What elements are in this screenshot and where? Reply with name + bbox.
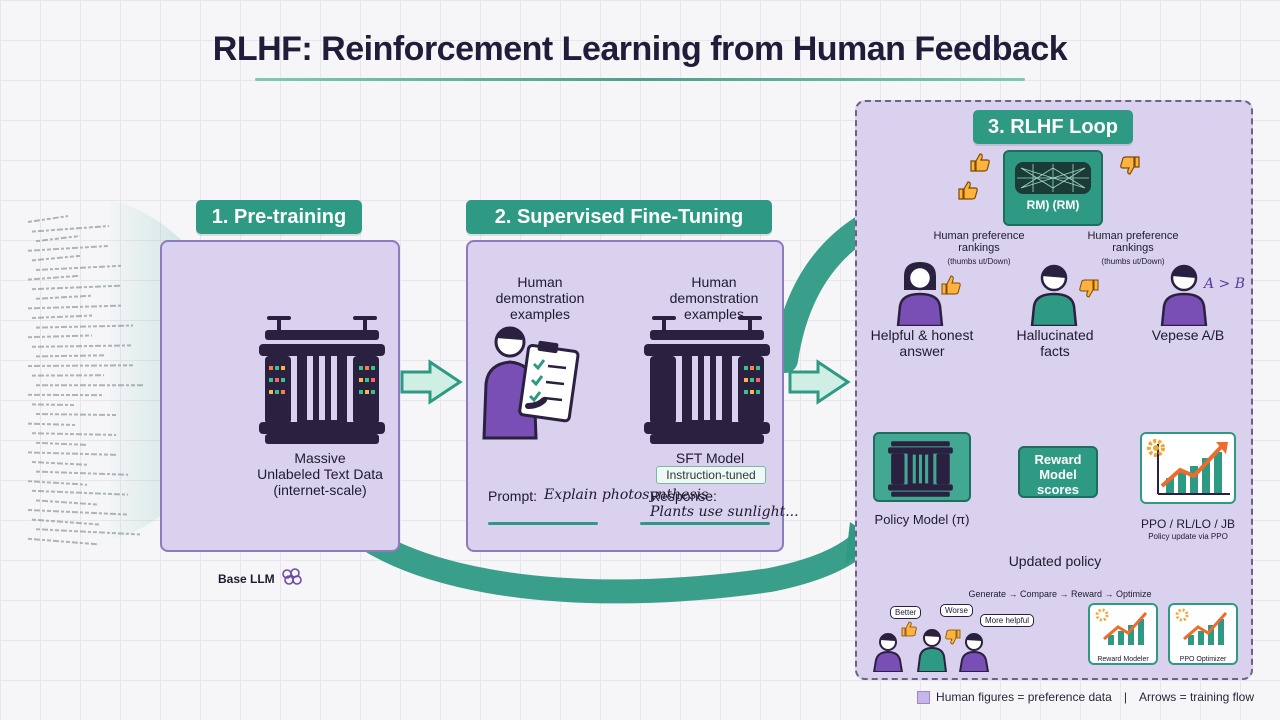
text-stream-line — [31, 254, 81, 262]
text-stream-line — [27, 537, 100, 546]
stage1-data-line1: Massive — [294, 450, 346, 466]
pref-left-sub: (thumbs ut/Down) — [947, 257, 1011, 266]
small-chart-icon — [1095, 608, 1148, 645]
text-stream-line — [31, 489, 129, 496]
sft-model-tag: Instruction-tuned — [656, 466, 766, 484]
text-stream-line — [35, 354, 105, 358]
text-stream-line — [35, 324, 134, 329]
person-clipboard-icon — [478, 320, 598, 440]
text-stream-line — [27, 215, 69, 223]
person3-caption: Vepese A/B — [1151, 327, 1225, 343]
sft-model-label: SFT Model — [675, 450, 745, 466]
text-stream-line — [35, 264, 122, 271]
legend-separator: | — [1123, 690, 1127, 704]
demo-text-right: Human demonstration examples — [669, 274, 759, 322]
text-stream-line — [27, 274, 81, 281]
updated-policy-label: Updated policy — [1008, 553, 1102, 569]
pref-right-text: Human preference rankings — [1087, 230, 1179, 254]
person-ab-icon — [1160, 262, 1210, 331]
reward-model-box: RM) (RM) — [1003, 150, 1103, 226]
stage2-label: 2. Supervised Fine-Tuning — [466, 200, 772, 234]
policy-transformer-icon — [888, 441, 953, 497]
reward-scores-box: Reward Model scores — [1018, 446, 1098, 498]
text-stream-line — [31, 403, 76, 407]
bubble-more-helpful: More helpful — [980, 614, 1035, 627]
ppo-optimizer-card: PPO Optimizer — [1168, 603, 1238, 665]
text-stream-line — [35, 441, 88, 446]
title-underline — [255, 78, 1025, 81]
stage1-label: 1. Pre-training — [196, 200, 362, 234]
response-underline — [640, 522, 770, 525]
text-stream-line — [31, 432, 117, 436]
thumbs-up-icon — [968, 150, 992, 179]
feedback-group — [872, 604, 1042, 673]
transformer-model-icon — [255, 310, 395, 450]
prompt-text-line: Explain photosynthesis — [544, 487, 708, 503]
card1-label: Reward Modeler — [1097, 656, 1149, 663]
rm-label: RM) (RM) — [1026, 198, 1080, 212]
growth-chart-icon — [1147, 439, 1230, 495]
base-llm-text: Base LLM — [218, 571, 275, 586]
demo-text-left: Human demonstration examples — [495, 274, 585, 322]
neural-net-icon — [1015, 162, 1091, 194]
text-stream-line — [35, 234, 81, 243]
arrow-stage2-to-stage3 — [788, 359, 851, 405]
sft-model-icon — [640, 310, 780, 450]
person-teal-icon — [1028, 262, 1108, 331]
person-purple-icon — [896, 262, 966, 331]
person2-caption: Hallucinated facts — [1016, 327, 1094, 359]
reward-scores-label: Reward Model scores — [1034, 452, 1082, 497]
legend: Human figures = preference data | Arrows… — [917, 690, 1254, 704]
thumbs-up-icon-2 — [956, 178, 980, 207]
text-stream-line — [27, 304, 122, 310]
page-title: RLHF: Reinforcement Learning from Human … — [212, 30, 1068, 68]
text-stream-line — [27, 244, 110, 252]
prompt-text: Explain photosynthesis — [544, 487, 709, 503]
stage3-label: 3. RLHF Loop — [973, 110, 1133, 144]
legend-arrows: Arrows = training flow — [1138, 690, 1254, 704]
text-stream-line — [27, 451, 117, 456]
bubble-worse: Worse — [940, 604, 973, 617]
text-stream-line — [31, 461, 88, 466]
base-llm-label: Base LLM — [218, 568, 303, 589]
gear-icon — [1147, 439, 1165, 457]
small-chart-icon-2 — [1175, 608, 1228, 645]
ppo-label: PPO / RL/LO / JB — [1140, 517, 1236, 531]
text-stream-line — [31, 314, 93, 319]
person1-caption: Helpful & honest answer — [870, 327, 974, 359]
brain-icon — [281, 568, 303, 589]
text-stream-line — [31, 225, 110, 233]
policy-model-box — [873, 432, 971, 502]
ab-text: A > B — [1204, 276, 1246, 292]
thumbs-down-icon — [1118, 154, 1142, 183]
prompt-label: Prompt: — [488, 488, 538, 504]
response-label: Response: — [650, 488, 717, 504]
stage1-data-line2: Unlabeled Text Data — [257, 466, 383, 482]
text-stream-line — [31, 284, 122, 291]
legend-swatch — [917, 690, 931, 704]
text-stream-line — [31, 518, 100, 526]
response-text: Plants use sunlight... — [650, 504, 799, 520]
prompt-underline — [488, 522, 598, 525]
stage1-data-line3: (internet-scale) — [273, 482, 367, 498]
text-stream-icon — [27, 215, 145, 546]
text-stream-line — [35, 294, 93, 300]
text-stream-line — [27, 422, 76, 426]
text-stream-line — [27, 480, 88, 486]
text-stream-line — [35, 499, 100, 506]
policy-label: Policy Model (π) — [874, 512, 970, 527]
flow-caption: Generate → Compare → Reward → Optimize — [968, 589, 1152, 599]
reward-modeler-card: Reward Modeler — [1088, 603, 1158, 665]
ppo-sub: Policy update via PPO — [1148, 532, 1228, 541]
bubble-better: Better — [890, 606, 922, 619]
card2-label: PPO Optimizer — [1179, 656, 1227, 663]
text-stream-line — [27, 334, 93, 339]
text-stream-line — [35, 413, 117, 417]
arrow-stage1-to-stage2 — [400, 359, 463, 405]
pref-right-sub: (thumbs ut/Down) — [1101, 257, 1165, 266]
ppo-chart-card — [1140, 432, 1236, 504]
legend-humans: Human figures = preference data — [936, 690, 1112, 704]
pref-left-text: Human preference rankings — [933, 230, 1025, 254]
